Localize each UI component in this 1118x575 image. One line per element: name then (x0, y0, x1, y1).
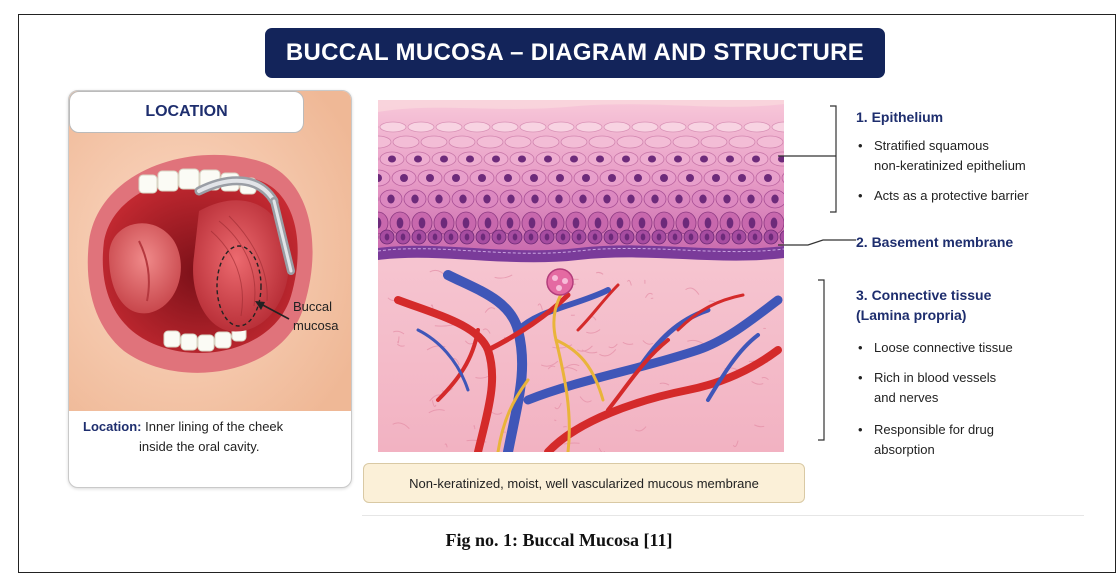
connective-bullet-3: •Responsible for drug absorption (858, 420, 994, 460)
location-panel: LOCATION Buccal mucosa Location: Inner l… (68, 90, 352, 488)
epithelium-title: 1. Epithelium (856, 107, 943, 127)
location-caption-label: Location: (83, 419, 142, 434)
buccal-label-line1: Buccal (293, 297, 352, 316)
tissue-cross-section (378, 100, 784, 452)
epithelium-bracket-icon (830, 106, 836, 212)
connective-title: 3. Connective tissue (Lamina propria) (856, 285, 991, 325)
location-caption-line2: inside the oral cavity. (83, 437, 345, 457)
epithelial-cells (378, 122, 784, 244)
buccal-mucosa-label: Buccal mucosa (293, 297, 352, 335)
mucous-gland (547, 269, 573, 295)
location-header: LOCATION (69, 91, 304, 133)
connective-bracket-icon (818, 280, 824, 440)
connective-bullet-1: •Loose connective tissue (858, 338, 1013, 358)
basement-membrane-title: 2. Basement membrane (856, 232, 1013, 252)
epithelium-bullet-1: •Stratified squamous non-keratinized epi… (858, 136, 1026, 176)
divider (362, 515, 1084, 516)
location-caption: Location: Inner lining of the cheek insi… (83, 417, 345, 457)
connective-title-line2: (Lamina propria) (856, 305, 991, 325)
buccal-label-line2: mucosa (293, 316, 352, 335)
mouth-illustration (69, 91, 351, 411)
connective-bullet-2: •Rich in blood vessels and nerves (858, 368, 996, 408)
main-title: BUCCAL MUCOSA – DIAGRAM AND STRUCTURE (265, 28, 885, 78)
figure-caption: Fig no. 1: Buccal Mucosa [11] (0, 530, 1118, 551)
connective-title-line1: 3. Connective tissue (856, 285, 991, 305)
location-caption-line1: Inner lining of the cheek (145, 419, 283, 434)
basement-leader-line (778, 240, 856, 245)
layer-brackets (778, 100, 858, 452)
epithelium-bullet-2: •Acts as a protective barrier (858, 186, 1029, 206)
tissue-caption: Non-keratinized, moist, well vascularize… (363, 463, 805, 503)
